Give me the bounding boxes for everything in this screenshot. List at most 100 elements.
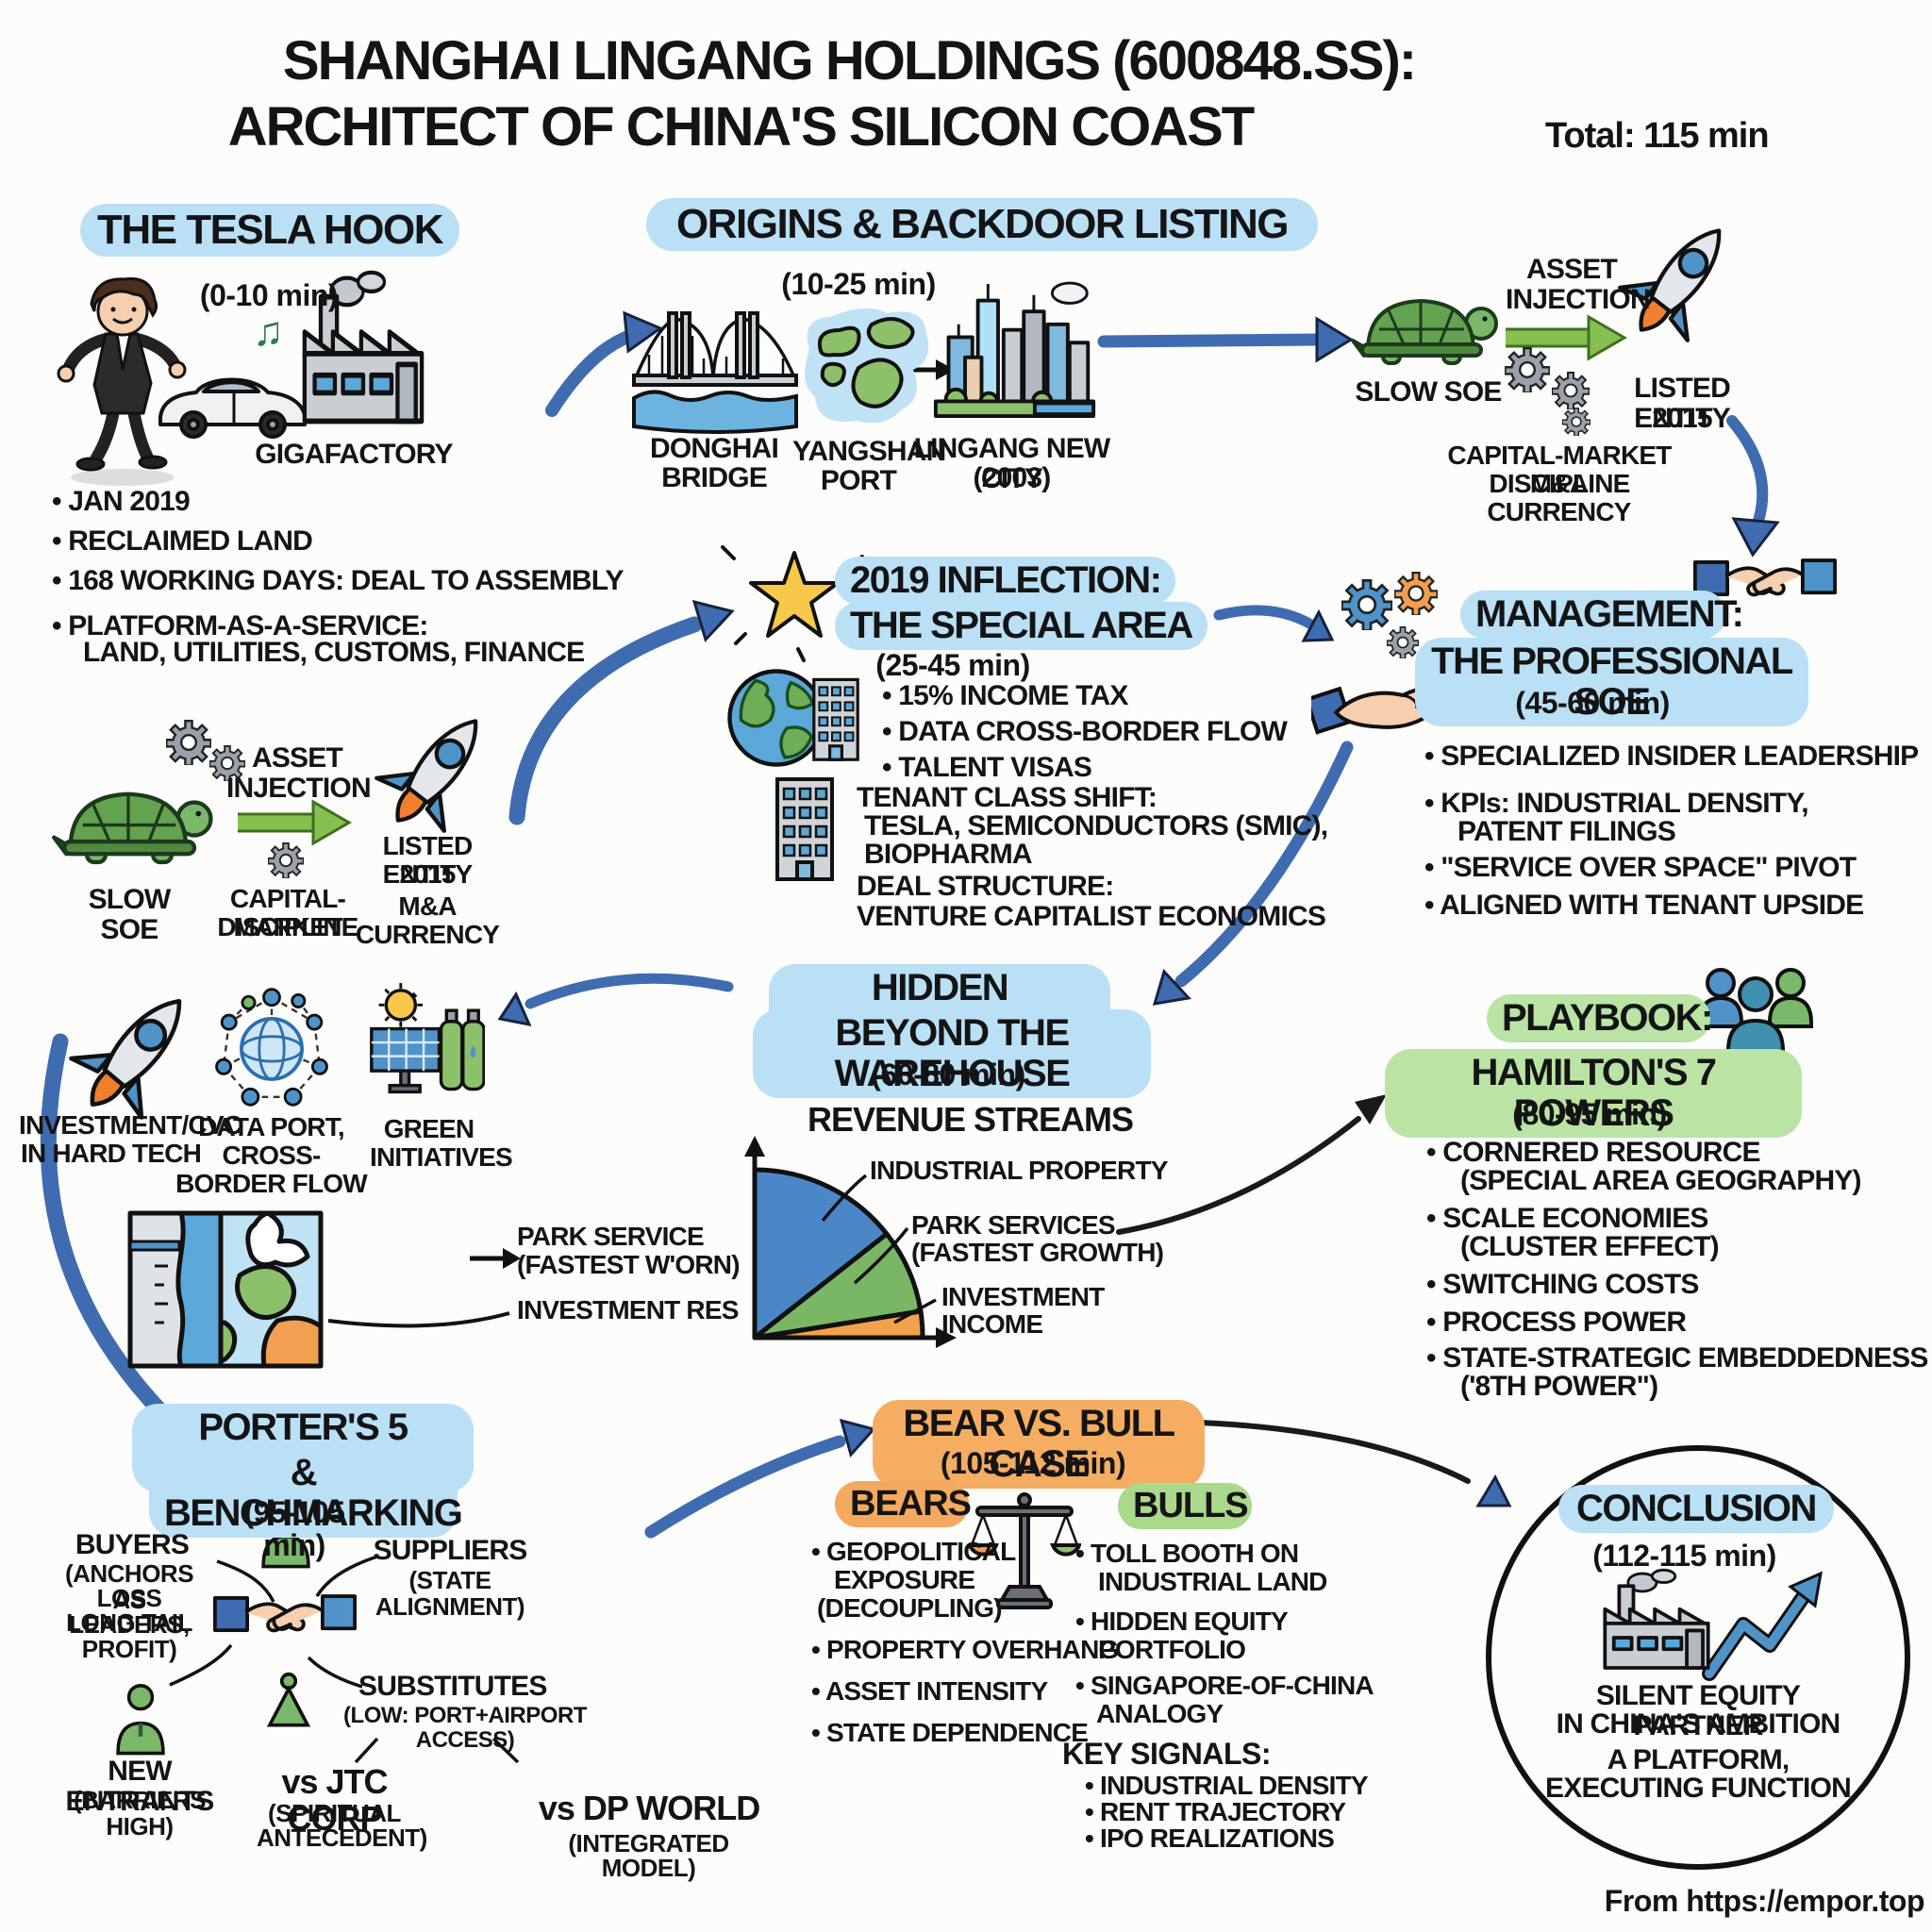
dp-world-benchmark: MODEL) [601,1854,696,1882]
jtc-benchmark: ANTECEDENT) [257,1824,427,1852]
bull-point: TOLL BOOTH ON [1075,1539,1299,1568]
deal-structure: VENTURE CAPITALIST ECONOMICS [857,901,1326,932]
source-credit: From https://empor.top [1604,1884,1925,1918]
inflection-bullet: DATA CROSS-BORDER FLOW [882,716,1288,747]
inflection-section-title: THE SPECIAL AREA [835,602,1208,651]
page-title-line1: SHANGHAI LINGANG HOLDINGS (600848.SS): [282,30,1417,92]
playbook-bullet: SCALE ECONOMIES [1426,1203,1708,1234]
slow-soe-label: SLOW SOE [88,884,172,946]
gear-icon [1505,347,1550,392]
data-port-label: DATA PORT, [198,1112,345,1141]
conclusion-line: EXECUTING FUNCTION [1545,1773,1852,1804]
ma-currency-label: M&A CURRENCY [1487,469,1631,527]
conclusion-line: IN CHINA'S AMBITION [1556,1708,1841,1740]
pie-label-park: PARK SERVICES [911,1210,1116,1240]
small-figure-icon [262,1672,315,1732]
jtc-benchmark: (SPIRITUAL [268,1799,401,1827]
bear-point: PROPERTY OVERHANG [811,1635,1119,1664]
buyers-force: (ANCHORS AS [64,1559,194,1615]
slow-soe-label: SLOW SOE [1355,376,1502,408]
bull-point: SINGAPORE-OF-CHINA [1075,1671,1374,1700]
bear-point-cont: (DECOUPLING) [817,1593,1003,1623]
music-notes-icon: ♫ [253,308,284,355]
conclusion-circle [1486,1445,1910,1870]
rocket-icon [370,704,504,838]
slow-soe-turtle-icon [1351,276,1502,371]
arrow-porter-to-bear [644,1418,876,1539]
pie-label-investment: INVESTMENT [941,1282,1105,1311]
asset-injection-label: ASSET [251,742,343,774]
bearbull-section-time: (105-112 min) [940,1446,1126,1480]
playbook-bullet: SWITCHING COSTS [1426,1269,1699,1300]
playbook-section-title: HAMILTON'S 7 POWERS [1385,1049,1802,1139]
key-signal: IPO REALIZATIONS [1085,1824,1335,1853]
deal-structure: DEAL STRUCTURE: [857,871,1114,902]
management-bullet: SPECIALIZED INSIDER LEADERSHIP [1424,741,1919,772]
new-entrants-force: (BARRIERS HIGH) [74,1786,206,1841]
porter-section-time: (95-105 min) [243,1495,345,1562]
arrow-hidden-to-icons [497,973,734,1027]
elon-musk-figure [57,276,187,486]
slow-soe-turtle-icon [52,766,217,872]
capital-market-label: CAPITAL-MARKET DISCIPLINE [1447,441,1672,499]
dp-world-benchmark: vs DP WORLD [538,1789,760,1827]
bear-point: GEOPOLITICAL [811,1537,1016,1566]
yangshan-port-label: PORT [820,465,897,496]
pie-label-industrial: INDUSTRIAL PROPERTY [870,1156,1168,1185]
playbook-section-title: PLAYBOOK: [1487,994,1713,1043]
new-entrants-force: NEW ENTRANTS [65,1756,215,1818]
tesla-bullet: 168 WORKING DAYS: DEAL TO ASSEMBLY [52,565,624,596]
office-building-icon [767,772,842,885]
inflection-section-title: 2019 INFLECTION: [835,557,1176,606]
management-bullet-cont: PATENT FILINGS [1457,816,1676,847]
gear-icon [1394,572,1438,615]
office-building-icon [809,670,862,768]
arrow-pie-to-playbook [1116,1094,1387,1235]
bull-point: HIDDEN EQUITY [1075,1607,1289,1636]
playbook-bullet: PROCESS POWER [1426,1307,1687,1338]
investment-cvc-label: IN HARD TECH [20,1139,202,1168]
arrow-to-inflection-star [508,599,735,825]
listed-entity-label: 2015 [399,859,456,889]
lingang-city-label: (2003) [973,462,1052,493]
gear-icon [1562,408,1591,436]
buyers-force: LONG TAIL PROFIT) [66,1608,192,1664]
playbook-bullet-cont: (CLUSTER EFFECT) [1460,1231,1720,1262]
tesla-bullet-cont: LAND, UTILITIES, CUSTOMS, FINANCE [83,637,585,668]
origins-section-time: (10-25 min) [781,267,936,301]
conclusion-section-title: CONCLUSION [1558,1485,1834,1534]
arrow-tesla-to-origins [545,310,664,417]
bear-point: STATE DEPENDENCE [811,1718,1089,1747]
management-bullet: KPIs: INDUSTRIAL DENSITY, [1424,788,1808,819]
hidden-section-title: BEYOND THE WAREHOUSE [753,1009,1151,1099]
buyers-force: LOSS LEADERS, [69,1584,190,1640]
revenue-pie-chart [744,1136,957,1348]
tesla-section-time: (0-10 min) [199,278,339,312]
pie-label-investment: INCOME [941,1309,1043,1339]
listed-entity-label: LISTED ENTITY [382,831,474,890]
conclusion-line: SILENT EQUITY PARTNER [1595,1680,1801,1742]
arrow-listed-to-handshake [1726,415,1780,558]
playbook-bullet: STATE-STRATEGIC EMBEDDEDNESS [1426,1342,1928,1374]
gear-icon [1552,372,1590,409]
porter-section-title: & BENCHMARKING [149,1449,463,1539]
management-bullet: ALIGNED WITH TENANT UPSIDE [1424,890,1864,921]
green-initiatives-label: GREEN [383,1114,475,1143]
person-icon [111,1683,170,1758]
gear-icon [1341,579,1392,630]
park-service-callout: PARK SERVICE [517,1222,705,1251]
gear-icon [1387,626,1419,658]
gigafactory-label: GIGAFACTORY [255,439,453,470]
bear-point-cont: EXPOSURE [834,1565,975,1594]
tesla-section-title: THE TESLA HOOK [80,204,459,257]
asset-injection-arrow-top [1506,314,1627,361]
bull-point-cont: INDUSTRIAL LAND [1098,1567,1327,1596]
porter-connectors [169,1555,520,1764]
tenant-class-shift: TENANT CLASS SHIFT: [857,782,1158,813]
park-service-callout: (FASTEST W'ORN) [517,1250,741,1279]
key-signals-heading: KEY SIGNALS: [1062,1737,1272,1771]
bear-point: ASSET INTENSITY [811,1676,1048,1706]
inflection-bullet: TALENT VISAS [882,752,1092,783]
tesla-bullet: RECLAIMED LAND [52,525,313,557]
page-title-line2: ARCHITECT OF CHINA'S SILICON COAST [227,96,1255,158]
